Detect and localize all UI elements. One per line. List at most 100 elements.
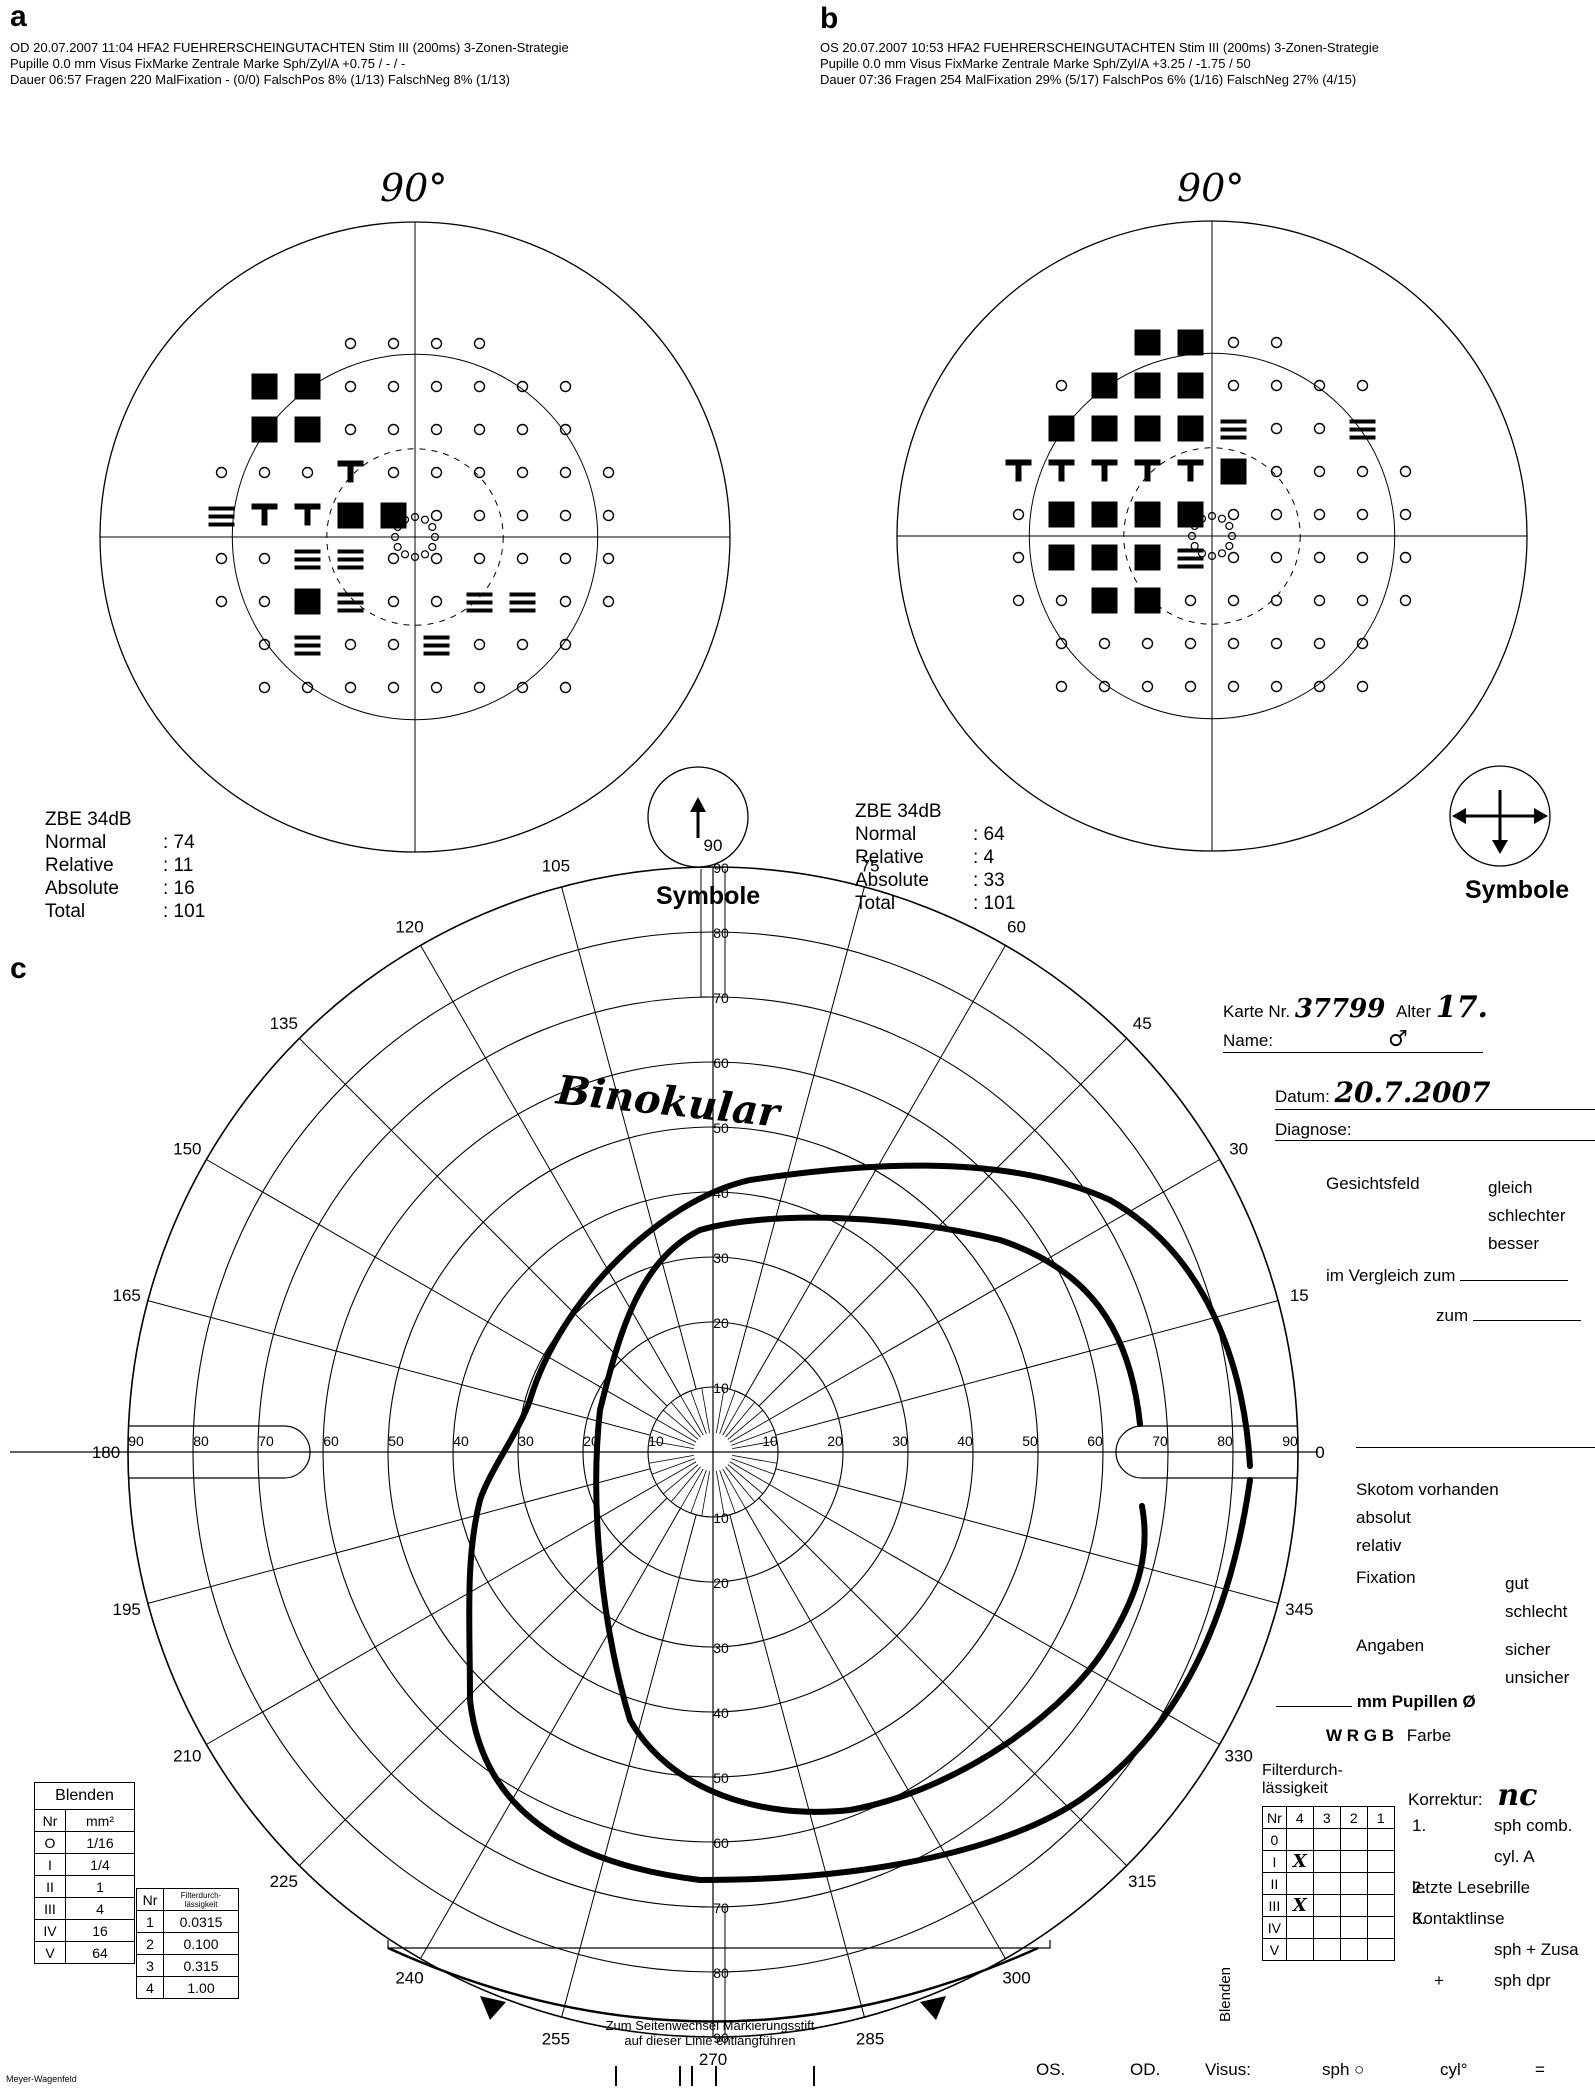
- panel-b-relative-defect: [1177, 548, 1204, 553]
- panel-a-stat-label: Total: [45, 901, 86, 922]
- blenden-header: Nr: [34, 1809, 66, 1832]
- blenden-header: mm²: [65, 1809, 135, 1832]
- panel-a-absolute-defect: [294, 416, 321, 443]
- panel-a-relative-defect: [208, 522, 235, 527]
- korrektur-list: 1.sph comb. cyl. A 2.letzte Lesebrille 3…: [1412, 1810, 1579, 1996]
- scale-label: 60: [1087, 1433, 1103, 1449]
- form-farbe: W R G B Farbe: [1326, 1726, 1451, 1746]
- meridian-label: 135: [270, 1014, 298, 1033]
- inner-radial: [701, 1471, 711, 1517]
- panel-a-normal-point: [258, 638, 271, 651]
- panel-b-stat-label: Absolute: [855, 870, 929, 891]
- panel-a-absolute-defect: [337, 502, 364, 529]
- grid-header-cell: 3: [1312, 1806, 1341, 1829]
- perimeter-ring-10: [647, 1386, 779, 1518]
- perimeter-ring-50: [387, 1126, 1039, 1778]
- panel-a-absolute-defect: [294, 373, 321, 400]
- panel-b-normal-point: [1055, 594, 1068, 607]
- scale-label: 80: [713, 925, 729, 941]
- scale-label: 40: [453, 1433, 469, 1449]
- panel-b-absolute-defect: [1091, 587, 1118, 614]
- inner-radial: [731, 1429, 775, 1446]
- panel-b-normal-point: [1356, 594, 1369, 607]
- korrektur-num: +: [1434, 1971, 1444, 1990]
- grid-row-label: IV: [1262, 1916, 1287, 1939]
- panel-b-absolute-defect: [1220, 458, 1247, 485]
- meridian-label: 330: [1224, 1747, 1252, 1766]
- panel-b-stat-label: Relative: [855, 847, 924, 868]
- scale-label: 10: [713, 1510, 729, 1526]
- panel-a-symbol-circle: [647, 766, 749, 868]
- scale-label: 10: [762, 1433, 778, 1449]
- panel-a-normal-point: [516, 380, 529, 393]
- meridian-label: 315: [1128, 1872, 1156, 1891]
- skotom-option: relativ: [1356, 1536, 1402, 1555]
- scale-label: 40: [713, 1705, 729, 1721]
- panel-a-normal-point: [516, 509, 529, 522]
- panel-b-stat-value: : 64: [973, 824, 1005, 845]
- bottom-scale-tab: [701, 1906, 726, 2035]
- scale-label: 30: [892, 1433, 908, 1449]
- panel-b-normal-point: [1313, 465, 1326, 478]
- grid-row-label: V: [1262, 1938, 1287, 1961]
- perimeter-ring-90: [127, 866, 1299, 2038]
- blenden-nr: I: [34, 1853, 66, 1876]
- panel-a-normal-point: [430, 595, 443, 608]
- panel-a-degree-label: 90°: [380, 166, 448, 210]
- inner-radial: [662, 1409, 699, 1440]
- handwritten-note: Binokular: [554, 1066, 782, 1137]
- panel-a-central-point: [390, 532, 400, 542]
- meridian-line: [775, 1468, 1279, 1604]
- panel-b-stat-value: : 101: [973, 893, 1016, 914]
- panel-a-absolute-defect: [380, 502, 407, 529]
- panel-b-plot-group: [896, 220, 1551, 867]
- panel-b-normal-point: [1313, 379, 1326, 392]
- panel-a-central-point: [400, 550, 410, 559]
- grid-header-cell: 1: [1366, 1806, 1395, 1829]
- blenden-title: Blenden: [34, 1782, 135, 1810]
- meridian-line: [758, 1497, 1128, 1867]
- arc-instruction-line: Zum Seitenwechsel Markierungsstift: [605, 2018, 815, 2033]
- scale-label: 90: [713, 860, 729, 876]
- filter-nr: 3: [136, 1954, 164, 1977]
- panel-b-absolute-defect: [1134, 372, 1161, 399]
- bottom-sph: sph ○: [1322, 2060, 1365, 2079]
- panel-b-t-defect: [1048, 459, 1075, 466]
- panel-a-relative-defect: [208, 506, 235, 511]
- panel-b-absolute-defect: [1134, 587, 1161, 614]
- filter-header: Nr: [136, 1888, 164, 1911]
- meridian-line: [206, 1484, 657, 1745]
- panel-a-t-defect: [251, 503, 278, 510]
- scale-label: 70: [1152, 1433, 1168, 1449]
- panel-b-relative-defect: [1349, 427, 1376, 432]
- filter-value: 0.315: [163, 1954, 239, 1977]
- farbe-letters: W R G B: [1326, 1726, 1394, 1745]
- fixation-options: gut schlecht: [1505, 1570, 1567, 1626]
- panel-a-central-point: [430, 532, 440, 542]
- panel-b-degree-label: 90°: [1177, 166, 1245, 210]
- panel-b-normal-point: [1184, 680, 1197, 693]
- panel-b-absolute-defect: [1177, 501, 1204, 528]
- panel-a-normal-point: [559, 380, 572, 393]
- panel-b-normal-point: [1399, 465, 1412, 478]
- panel-a-normal-point: [516, 552, 529, 565]
- inner-radial: [731, 1458, 775, 1475]
- inner-radial: [725, 1401, 756, 1438]
- blenden-mm: 64: [65, 1941, 135, 1964]
- meridian-label: 210: [173, 1747, 201, 1766]
- right-scale-tab: [1115, 1425, 1298, 1479]
- panel-a-normal-point: [473, 552, 486, 565]
- panel-a-normal-point: [387, 681, 400, 694]
- grid-row-label: 0: [1262, 1828, 1287, 1851]
- meridian-label: 120: [395, 917, 423, 936]
- datum-label: Datum:: [1275, 1087, 1330, 1106]
- bottom-os: OS.: [1036, 2060, 1066, 2079]
- inner-radial: [719, 1390, 736, 1434]
- panel-b-outer-circle: [896, 220, 1528, 852]
- diagnose-label: Diagnose:: [1275, 1120, 1352, 1139]
- blenden-nr: II: [34, 1875, 66, 1898]
- inner-radial: [715, 1471, 725, 1517]
- karte-label: Karte Nr.: [1223, 1002, 1291, 1021]
- meridian-line: [298, 1497, 668, 1867]
- filter-label-1: Filterdurch-: [1262, 1762, 1343, 1779]
